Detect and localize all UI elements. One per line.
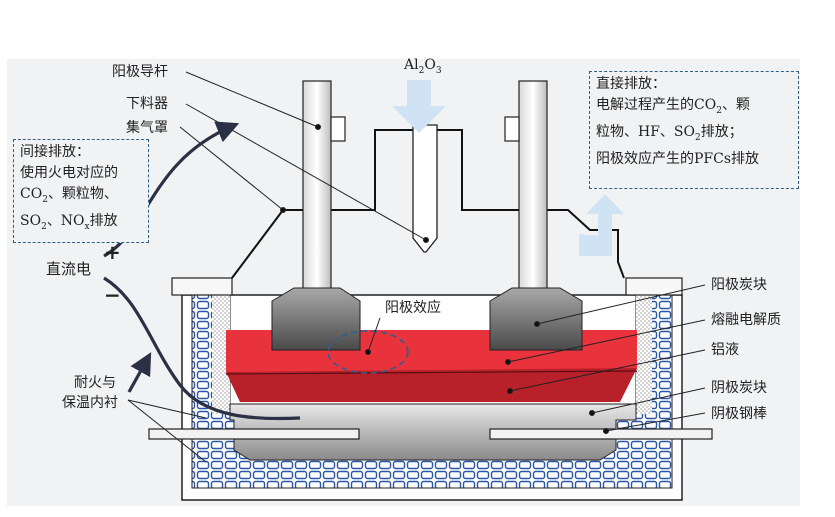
anode-carbon-left: [271, 287, 361, 351]
indirect-line3: SO2、NOx排放: [20, 212, 118, 232]
dc-lower-arrow: [103, 276, 301, 421]
molten-electrolyte-label: 熔融电解质: [711, 312, 781, 328]
feeder-tube: [412, 124, 438, 253]
feeder-label: 下料器: [126, 96, 168, 112]
indirect-emission-box: 间接排放： 使用火电对应的 CO2、颗粒物、 SO2、NOx排放: [13, 139, 149, 243]
alumina-feed-arrow: [392, 80, 446, 133]
cathode-carbon-label: 阴极炭块: [711, 380, 767, 396]
lining-label-line1: 耐火与: [74, 375, 116, 391]
direct-line2: 粒物、HF、SO2排放；: [596, 123, 743, 143]
flange-left: [171, 277, 233, 296]
cathode-carbon: [229, 403, 637, 461]
alumina-label: Al2O3: [404, 57, 442, 76]
hood-label: 集气罩: [126, 120, 168, 136]
indirect-title: 间接排放：: [20, 144, 90, 160]
indirect-line2: CO2、颗粒物、: [20, 186, 118, 205]
anode-rod-left: [302, 80, 332, 292]
indirect-line1: 使用火电对应的: [20, 165, 118, 181]
cathode-steel-right: [489, 428, 713, 440]
right-leader-lines: [365, 284, 706, 434]
anode-carbon-right: [489, 287, 583, 351]
direct-line1: 电解过程产生的CO2、颗: [596, 97, 750, 116]
dc-power-label: 直流电: [46, 260, 92, 278]
side-ledge-left: [212, 295, 230, 414]
anode-rod-right: [518, 80, 548, 292]
direct-emission-box: 直接排放： 电解过程产生的CO2、颗 粒物、HF、SO2排放； 阳极效应产生的P…: [589, 71, 799, 189]
dc-upper-arrow: [103, 121, 240, 258]
minus-sign: −: [104, 283, 121, 307]
anode-carbon-label: 阳极炭块: [711, 277, 767, 293]
side-ledge-right: [636, 295, 652, 414]
direct-line3: 阳极效应产生的PFCs排放: [596, 150, 760, 167]
aluminum-layer: [226, 368, 637, 402]
flange-right: [625, 277, 683, 296]
direct-emission-arrow: [579, 194, 624, 256]
cathode-steel-left: [148, 428, 360, 440]
anode-rod-label: 阳极导杆: [112, 64, 168, 80]
anode-effect-ellipse: [327, 330, 409, 374]
cathode-steel-label: 阴极钢棒: [711, 406, 767, 422]
aluminum-liquid-label: 铝液: [711, 342, 739, 358]
plus-sign: +: [104, 240, 121, 264]
lining-label-line2: 保温内衬: [62, 395, 118, 411]
direct-title: 直接排放：: [596, 76, 666, 92]
anode-effect-label: 阳极效应: [385, 300, 441, 316]
